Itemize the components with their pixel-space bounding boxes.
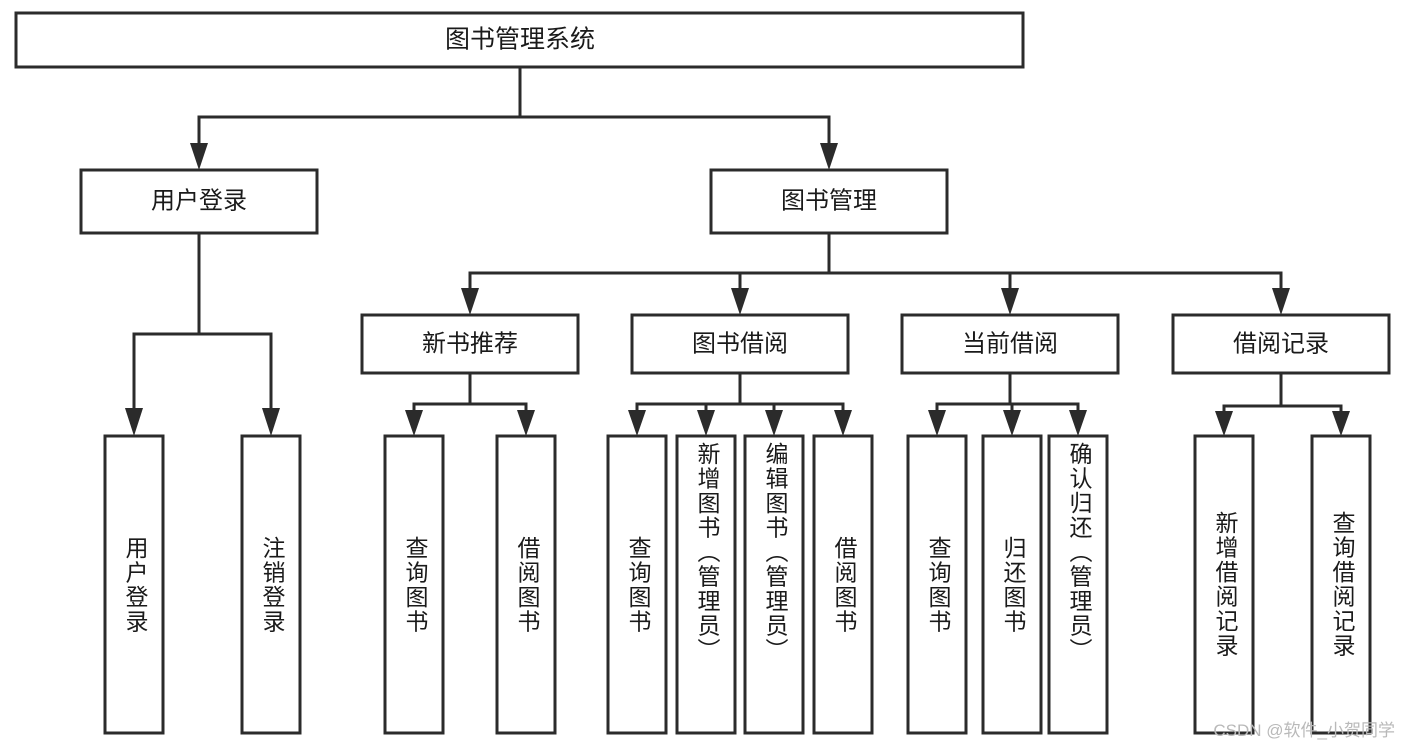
node-leaf-borrow-record-1-box[interactable] — [1193, 434, 1255, 735]
arrowhead-leaf-user-login-2 — [262, 408, 280, 436]
node-current-borrow[interactable]: 当前借阅 — [900, 313, 1120, 375]
node-leaf-borrow-record-2-box[interactable] — [1310, 434, 1372, 735]
node-book-management[interactable]: 图书管理 — [709, 168, 949, 235]
node-leaf-current-borrow-1-box[interactable] — [906, 434, 968, 735]
node-root-label: 图书管理系统 — [445, 26, 595, 54]
node-user-login-label: 用户登录 — [151, 187, 247, 214]
node-leaf-user-login-1-box[interactable] — [103, 434, 165, 735]
arrowhead-user-login — [190, 143, 208, 170]
node-book-borrow-box[interactable] — [630, 313, 850, 375]
arrowhead-leaf-bookborrow-4 — [834, 410, 852, 436]
node-borrow-record-label: 借阅记录 — [1233, 330, 1329, 357]
arrowhead-leaf-user-login-1 — [125, 408, 143, 436]
node-leaf-book-borrow-3-box[interactable] — [743, 434, 805, 735]
edge-group-current-borrow — [928, 371, 1087, 436]
arrowhead-leaf-borrowrecord-2 — [1332, 411, 1350, 436]
edge-group-borrow-record — [1215, 371, 1350, 436]
node-leaf-book-borrow-2-box[interactable] — [675, 434, 737, 735]
node-leaf-book-borrow-1-box[interactable] — [606, 434, 668, 735]
watermark: CSDN @软件_小贺同学 — [1213, 721, 1395, 740]
arrowhead-leaf-currentborrow-3 — [1069, 410, 1087, 436]
arrowhead-leaf-newbook-1 — [405, 410, 423, 436]
arrowhead-leaf-borrowrecord-1 — [1215, 411, 1233, 436]
arrowhead-book-borrow — [731, 288, 749, 315]
node-book-borrow-label: 图书借阅 — [692, 330, 788, 357]
arrowhead-leaf-currentborrow-1 — [928, 410, 946, 436]
node-new-book-recommend[interactable]: 新书推荐 — [360, 313, 580, 375]
node-leaf-user-login-2-box[interactable] — [240, 434, 302, 735]
node-book-management-label: 图书管理 — [781, 187, 877, 214]
node-borrow-record[interactable]: 借阅记录 — [1171, 313, 1391, 375]
arrowhead-current-borrow — [1001, 288, 1019, 315]
arrowhead-leaf-bookborrow-1 — [628, 410, 646, 436]
edge-group-book-borrow — [628, 371, 852, 436]
arrowhead-leaf-currentborrow-2 — [1003, 410, 1021, 436]
node-current-borrow-box[interactable] — [900, 313, 1120, 375]
edge-group-book-mgmt — [461, 231, 1290, 315]
arrowhead-leaf-newbook-2 — [517, 410, 535, 436]
arrowhead-borrow-record — [1272, 288, 1290, 315]
node-leaf-new-book-1-box[interactable] — [383, 434, 445, 735]
node-new-book-recommend-label: 新书推荐 — [422, 330, 518, 357]
arrowhead-leaf-bookborrow-2 — [697, 410, 715, 436]
node-root-box[interactable] — [14, 11, 1025, 69]
node-new-book-recommend-box[interactable] — [360, 313, 580, 375]
node-leaf-current-borrow-3-box[interactable] — [1047, 434, 1109, 735]
node-leaf-book-borrow-4-box[interactable] — [812, 434, 874, 735]
node-root[interactable]: 图书管理系统 — [14, 11, 1025, 69]
node-leaf-new-book-2-box[interactable] — [495, 434, 557, 735]
edge-group-new-book — [405, 371, 535, 436]
node-book-management-box[interactable] — [709, 168, 949, 235]
edge-group-user-login — [125, 231, 280, 436]
node-user-login-box[interactable] — [79, 168, 319, 235]
node-current-borrow-label: 当前借阅 — [962, 330, 1058, 357]
node-book-borrow[interactable]: 图书借阅 — [630, 313, 850, 375]
node-user-login[interactable]: 用户登录 — [79, 168, 319, 235]
arrowhead-new-book — [461, 288, 479, 315]
edge-group-root — [190, 65, 838, 170]
arrowhead-leaf-bookborrow-3 — [765, 410, 783, 436]
arrowhead-book-mgmt — [820, 143, 838, 170]
node-leaf-current-borrow-2-box[interactable] — [981, 434, 1043, 735]
node-borrow-record-box[interactable] — [1171, 313, 1391, 375]
